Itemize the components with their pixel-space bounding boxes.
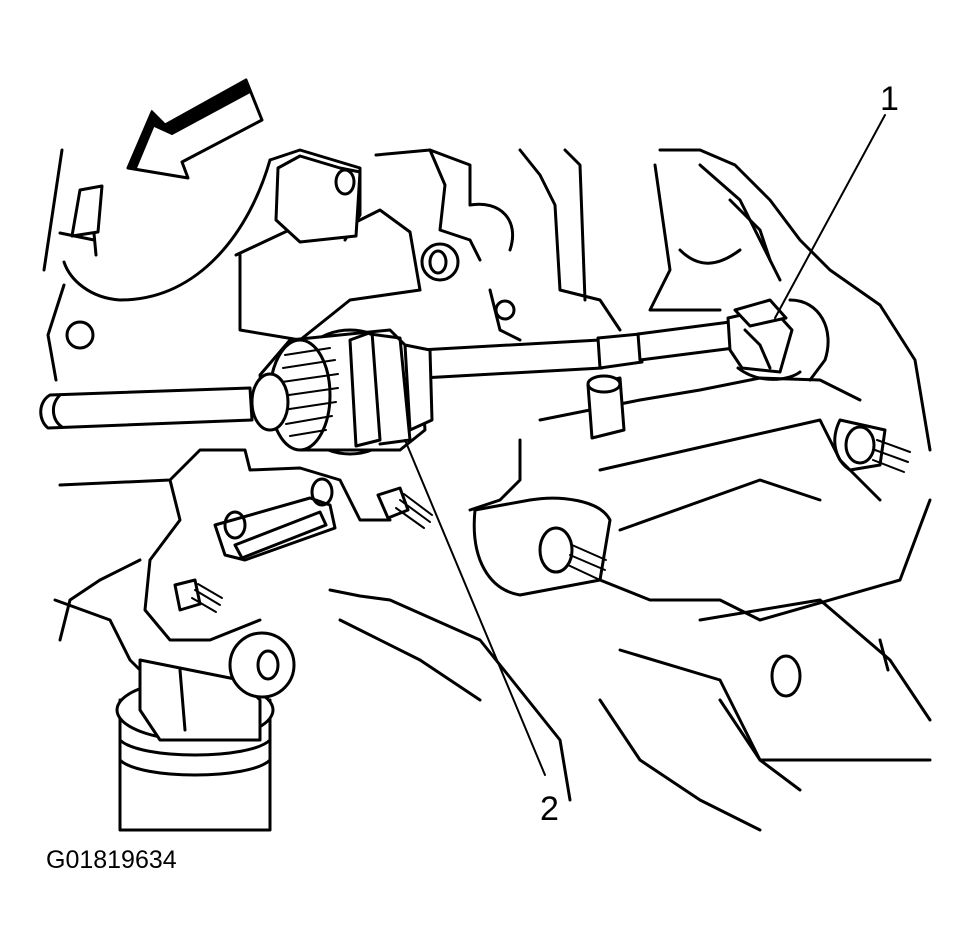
mounting-bracket — [58, 448, 433, 642]
quick-connect-fitting — [250, 328, 434, 456]
tube-end-connector — [726, 298, 830, 382]
leader-lines — [404, 114, 886, 776]
lower-housing — [53, 588, 932, 832]
figure-code: G01819634 — [46, 846, 177, 874]
callout-2-label: 2 — [540, 790, 559, 828]
rail-and-studs — [468, 374, 932, 622]
canister-component — [115, 631, 296, 832]
engine-block-outline — [46, 148, 932, 452]
left-vacuum-line — [42, 148, 272, 302]
callout-1-label: 1 — [880, 80, 899, 118]
direction-arrow-icon — [126, 78, 264, 180]
